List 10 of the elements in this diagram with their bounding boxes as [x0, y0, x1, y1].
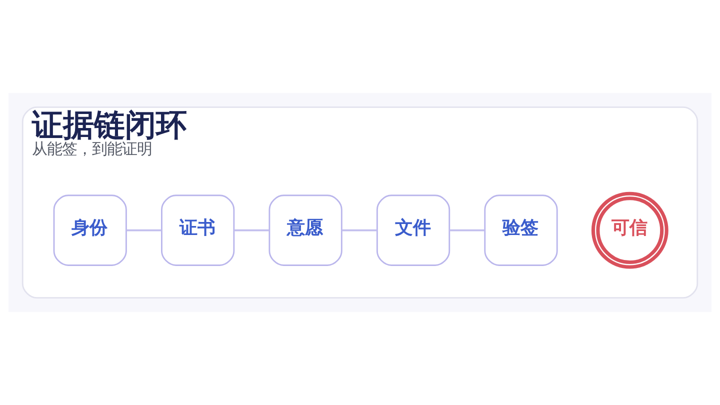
node-box: 验签 [484, 194, 558, 266]
node-box: 意愿 [268, 194, 342, 266]
node-box: 身份 [53, 194, 127, 266]
connector [342, 229, 377, 232]
node-box: 文件 [376, 194, 450, 266]
node-circle: 可信 [591, 192, 668, 269]
connector [126, 229, 162, 232]
connector [449, 229, 485, 232]
connector [234, 229, 270, 232]
node-box: 证书 [161, 194, 235, 266]
